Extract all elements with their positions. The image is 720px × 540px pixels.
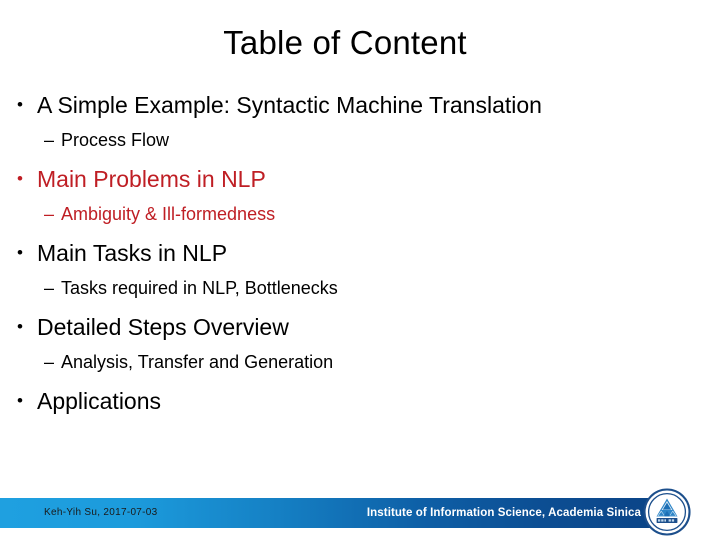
bullet-dot-icon: • — [17, 169, 23, 188]
slide-title: Table of Content — [223, 24, 467, 61]
outline-item-level1[interactable]: • Detailed Steps Overview — [0, 310, 720, 347]
outline-item-label: Process Flow — [61, 130, 170, 150]
outline-item-label: Analysis, Transfer and Generation — [61, 352, 334, 372]
bullet-dot-icon: • — [17, 317, 23, 336]
outline-item-level2[interactable]: –Analysis, Transfer and Generation — [0, 347, 720, 384]
outline-item-level1[interactable]: • Applications — [0, 384, 720, 421]
outline-item-label: Detailed Steps Overview — [37, 314, 289, 340]
outline-list: • A Simple Example: Syntactic Machine Tra… — [0, 88, 720, 421]
footer-author-date: Keh-Yih Su, 2017-07-03 — [44, 507, 158, 518]
outline-item-label: Applications — [37, 388, 162, 414]
outline-item-level1[interactable]: • Main Problems in NLP — [0, 162, 720, 199]
outline-item-level2[interactable]: –Tasks required in NLP, Bottlenecks — [0, 273, 720, 310]
bullet-dot-icon: • — [17, 95, 23, 114]
bullet-dash-icon: – — [44, 278, 55, 298]
outline-item-level1[interactable]: • A Simple Example: Syntactic Machine Tra… — [0, 88, 720, 125]
outline-item-label: Main Problems in NLP — [37, 166, 266, 192]
bullet-dash-icon: – — [44, 204, 55, 224]
outline-item-level2[interactable]: –Process Flow — [0, 125, 720, 162]
outline-item-level1[interactable]: • Main Tasks in NLP — [0, 236, 720, 273]
academia-sinica-seal-logo-icon — [643, 488, 691, 536]
footer-bar: Keh-Yih Su, 2017-07-03 Institute of Info… — [0, 498, 661, 528]
footer-institute-name: Institute of Information Science, Academ… — [366, 507, 641, 519]
outline-item-label: A Simple Example: Syntactic Machine Tran… — [37, 92, 542, 118]
bullet-dash-icon: – — [44, 352, 55, 372]
outline-item-level2[interactable]: –Ambiguity & Ill-formedness — [0, 199, 720, 236]
bullet-dot-icon: • — [17, 243, 23, 262]
outline-item-label: Tasks required in NLP, Bottlenecks — [61, 278, 338, 298]
bullet-dot-icon: • — [17, 391, 23, 410]
outline-item-label: Main Tasks in NLP — [37, 240, 228, 266]
bullet-dash-icon: – — [44, 130, 55, 150]
outline-item-label: Ambiguity & Ill-formedness — [61, 204, 276, 224]
